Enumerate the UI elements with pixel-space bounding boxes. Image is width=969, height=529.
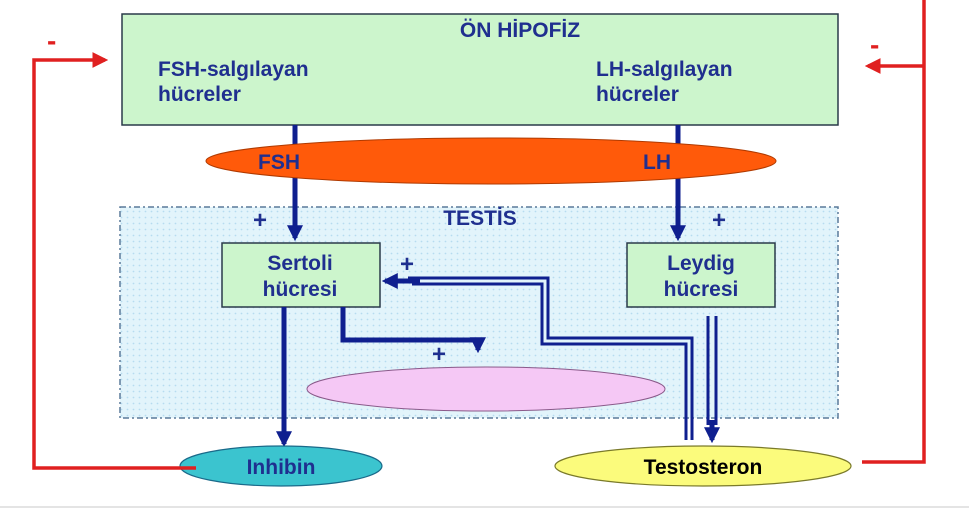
inhibin-oval xyxy=(179,445,383,487)
pituitary-title: ÖN HİPOFİZ xyxy=(460,19,580,42)
leydig-cell-box xyxy=(626,242,776,308)
inhibin-feedback-line xyxy=(32,52,196,470)
pituitary-box xyxy=(121,13,839,126)
inhibin-feedback-sign: - xyxy=(47,25,56,56)
leydig-line2: hücresi xyxy=(664,278,739,301)
fsh-label: FSH xyxy=(258,151,300,174)
sertoli-cell-box xyxy=(221,242,381,308)
fsh-lh-band xyxy=(205,137,777,185)
product-oval xyxy=(306,366,666,412)
leydig-line1: Leydig xyxy=(667,252,735,275)
testosterone-feedback-line xyxy=(862,0,926,464)
lh-cells-line1: LH-salgılayan xyxy=(596,58,733,81)
testosterone-feedback-sign: - xyxy=(870,29,879,60)
testosterone-to-sertoli-line-inner xyxy=(412,282,688,440)
fsh-cells-line2: hücreler xyxy=(158,83,241,106)
testis-title: TESTİS xyxy=(443,207,517,230)
fsh-cells-line1: FSH-salgılayan xyxy=(158,58,309,81)
testosterone-oval xyxy=(554,445,852,487)
sertoli-stimulation-sign: + xyxy=(400,251,414,278)
testosterone-label: Testosteron xyxy=(644,456,763,479)
lh-label: LH xyxy=(643,151,671,174)
inhibin-label: Inhibin xyxy=(247,456,316,479)
sertoli-line1: Sertoli xyxy=(267,252,332,275)
fsh-stimulation-sign: + xyxy=(253,207,267,234)
lh-cells-line2: hücreler xyxy=(596,83,679,106)
sertoli-line2: hücresi xyxy=(263,278,338,301)
product-stimulation-sign: + xyxy=(432,341,446,368)
testosterone-to-sertoli-line-outer xyxy=(408,276,694,440)
lh-stimulation-sign: + xyxy=(712,207,726,234)
sertoli-to-product-arrow xyxy=(340,307,487,354)
